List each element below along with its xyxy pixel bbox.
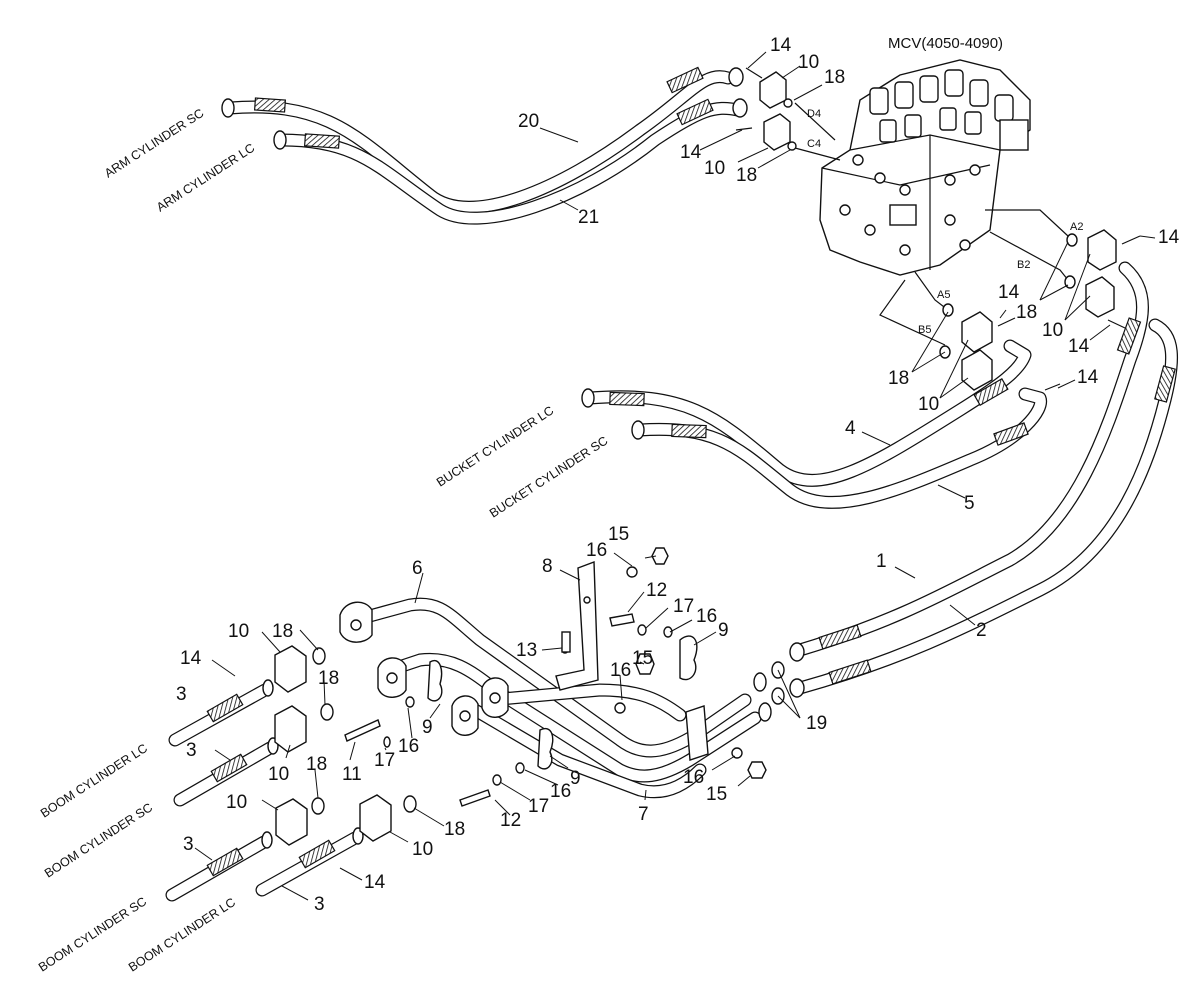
- callout-14: 14: [1158, 227, 1180, 248]
- arm-cylinder-lc-label: ARM CYLINDER LC: [154, 141, 257, 215]
- callout-16: 16: [683, 767, 704, 788]
- arm-cylinder-sc-label: ARM CYLINDER SC: [102, 106, 206, 181]
- callout-14: 14: [998, 282, 1020, 303]
- callout-20: 20: [518, 111, 539, 132]
- boom-cylinder-hoses: [165, 679, 364, 902]
- bucket-hoses: [581, 339, 1048, 509]
- callout-15: 15: [632, 648, 653, 669]
- callout-18: 18: [318, 668, 339, 689]
- boom-flanges: [274, 645, 785, 846]
- arm-flanges: [728, 67, 797, 151]
- callout-18: 18: [272, 621, 293, 642]
- callout-14: 14: [1077, 367, 1099, 388]
- callout-3: 3: [186, 740, 197, 761]
- callout-15: 15: [706, 784, 727, 805]
- callout-10: 10: [268, 764, 289, 785]
- callout-16: 16: [610, 660, 631, 681]
- callout-1: 1: [876, 551, 887, 572]
- callout-3: 3: [314, 894, 325, 915]
- callout-14: 14: [180, 648, 202, 669]
- port-a2-label: A2: [1070, 221, 1083, 233]
- callout-17: 17: [673, 596, 694, 617]
- callout-3: 3: [183, 834, 194, 855]
- port-c4-label: C4: [807, 138, 821, 150]
- port-d4-label: D4: [807, 108, 821, 120]
- boom-main-hoses: [789, 261, 1179, 698]
- callout-numbers: 14 10 18 14 10 18 20 21 14 14 18 10 14 1…: [176, 35, 1180, 915]
- bucket-flanges: [939, 303, 1061, 391]
- callout-16: 16: [586, 540, 607, 561]
- callout-18: 18: [1016, 302, 1037, 323]
- callout-3: 3: [176, 684, 187, 705]
- callout-2: 2: [976, 620, 987, 641]
- callout-10: 10: [1042, 320, 1063, 341]
- callout-14: 14: [1068, 336, 1090, 357]
- callout-12: 12: [646, 580, 667, 601]
- boom-main-flanges: [1064, 229, 1141, 329]
- port-b2-label: B2: [1017, 259, 1030, 271]
- callout-5: 5: [964, 493, 975, 514]
- callout-10: 10: [918, 394, 939, 415]
- callout-9: 9: [570, 768, 581, 789]
- callout-18: 18: [824, 67, 845, 88]
- callout-12: 12: [500, 810, 521, 831]
- arm-hoses: [221, 66, 745, 225]
- callout-10: 10: [226, 792, 247, 813]
- callout-10: 10: [704, 158, 725, 179]
- callout-16: 16: [550, 781, 571, 802]
- callout-8: 8: [542, 556, 553, 577]
- callout-14: 14: [364, 872, 386, 893]
- callout-9: 9: [422, 717, 433, 738]
- callout-14: 14: [680, 142, 702, 163]
- callout-18: 18: [736, 165, 757, 186]
- callout-7: 7: [638, 804, 649, 825]
- callout-6: 6: [412, 558, 423, 579]
- mcv-title: MCV(4050-4090): [888, 35, 1003, 52]
- brackets-and-clamps: [344, 547, 767, 807]
- callout-4: 4: [845, 418, 856, 439]
- port-b5-label: B5: [918, 324, 931, 336]
- callout-17: 17: [374, 750, 395, 771]
- callout-18: 18: [888, 368, 909, 389]
- callout-15: 15: [608, 524, 629, 545]
- callout-13: 13: [516, 640, 537, 661]
- callout-16: 16: [398, 736, 419, 757]
- callout-11: 11: [342, 764, 362, 785]
- callout-9: 9: [718, 620, 729, 641]
- boom-cylinder-sc-label-1: BOOM CYLINDER SC: [42, 800, 155, 880]
- main-control-valve: MCV(4050-4090): [819, 35, 1031, 276]
- callout-16: 16: [696, 606, 717, 627]
- callout-10: 10: [798, 52, 819, 73]
- port-a5-label: A5: [937, 289, 950, 301]
- callout-10: 10: [412, 839, 433, 860]
- leader-lines: [194, 51, 1156, 901]
- callout-18: 18: [444, 819, 465, 840]
- callout-19: 19: [806, 713, 827, 734]
- callout-10: 10: [228, 621, 249, 642]
- callout-21: 21: [578, 207, 599, 228]
- steel-pipes: [339, 597, 772, 799]
- valve-spools: [839, 69, 1029, 256]
- callout-18: 18: [306, 754, 327, 775]
- callout-14: 14: [770, 35, 792, 56]
- callout-17: 17: [528, 796, 549, 817]
